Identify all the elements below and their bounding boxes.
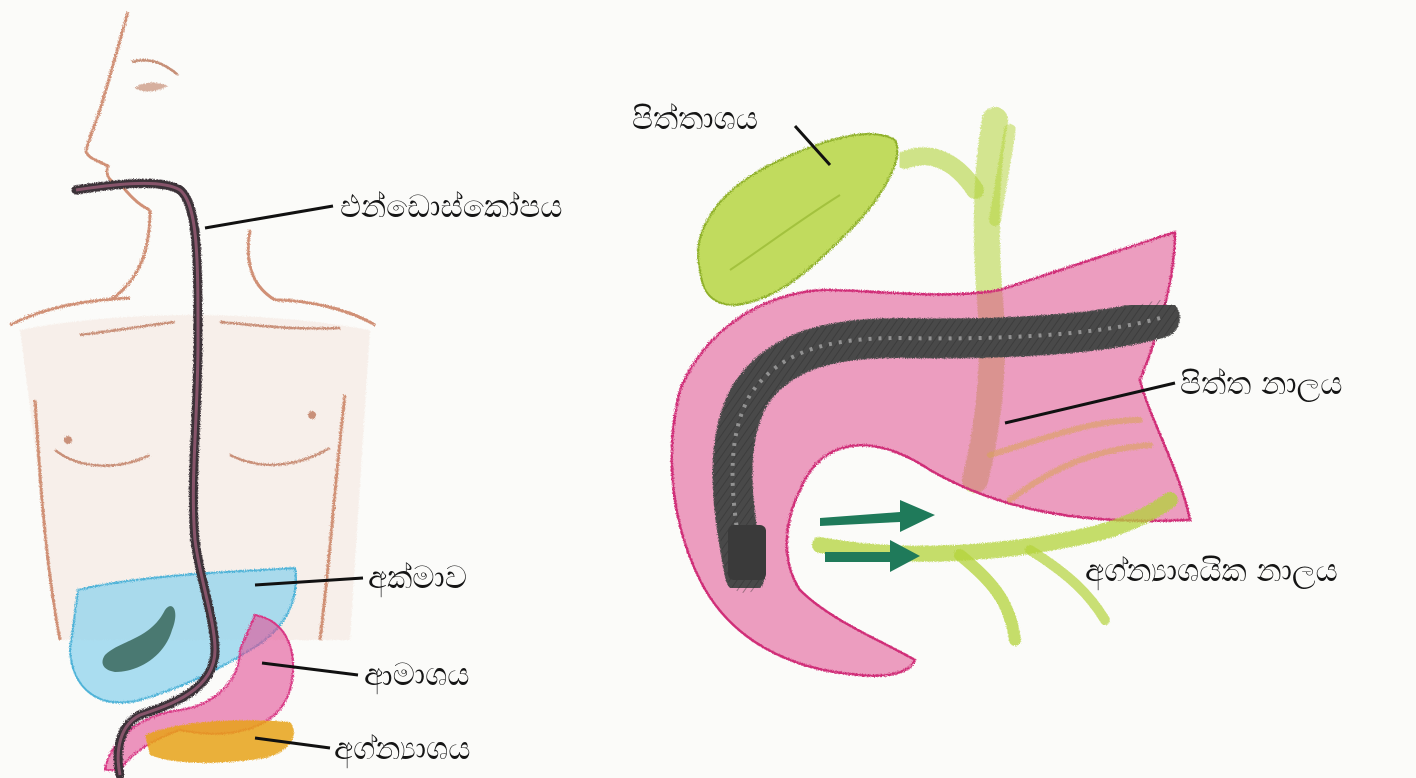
leader-endoscope [205, 206, 333, 228]
eye-icon [134, 82, 168, 91]
label-pancreas: අග්න්‍යාශය [334, 734, 471, 765]
label-endoscope: එන්ඩොස්කෝපය [340, 192, 563, 223]
eyebrow [132, 60, 178, 75]
label-liver: අක්මාව [368, 563, 467, 594]
arrow-icon [820, 500, 935, 532]
label-gallbladder: පිත්තාශය [632, 104, 758, 135]
label-bile-duct: පිත්ත නාලය [1180, 369, 1343, 400]
label-pancreatic-duct: අග්න්‍යාශයික නාලය [1085, 556, 1338, 587]
label-stomach: ආමාශය [364, 660, 470, 691]
neck-outline [110, 210, 150, 300]
endoscope-tip [728, 525, 766, 580]
gallbladder-shape [698, 134, 897, 305]
